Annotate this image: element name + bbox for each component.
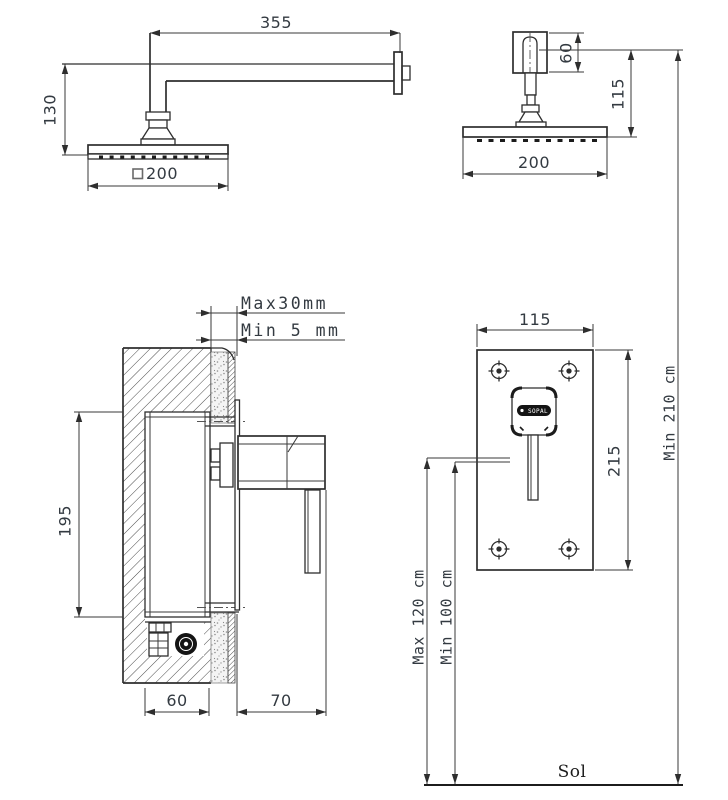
brand-logo: SOPAL [517, 405, 551, 416]
screw-target-icon [558, 538, 580, 560]
dim-flange-height: 60 [549, 32, 584, 73]
shower-side-view: 355 [41, 13, 411, 191]
shower-front-view: 60 115 200 [462, 31, 683, 179]
dim-handle-projection: 70 [236, 490, 327, 716]
shower-head-side [87, 144, 229, 160]
head-drop-label: 115 [609, 78, 628, 110]
wall-flange-side [393, 51, 403, 95]
floor-label: Sol [558, 762, 587, 782]
finish-min-label: Min 5 mm [241, 321, 340, 340]
shower-head-front [462, 126, 608, 142]
flange-nipple [401, 65, 411, 81]
square-symbol-icon [132, 168, 144, 180]
box-height-label: 195 [56, 505, 75, 537]
dim-plate-width: 115 [476, 310, 594, 347]
lever-section [304, 489, 321, 574]
dim-box-height: 195 [56, 411, 123, 618]
screw-target-icon [558, 360, 580, 382]
dim-box-depth: 60 [144, 688, 210, 716]
handle-projection-label: 70 [270, 691, 291, 710]
dim-finish-thickness: Max30mm Min 5 mm [196, 294, 345, 356]
mixer-handle-section [237, 435, 326, 574]
head-min-height-label: Min 210 cm [660, 365, 678, 460]
screw-targets [488, 360, 580, 560]
dim-head-size-side: 200 [87, 159, 229, 191]
handle-max-height-label: Max 120 cm [409, 569, 427, 664]
arm-connector [140, 111, 176, 146]
handle-min-height-label: Min 100 cm [437, 569, 455, 664]
dim-plate-height: 215 [595, 349, 633, 571]
dim-drop-height: 130 [41, 64, 88, 156]
box-depth-label: 60 [166, 691, 187, 710]
shower-arm [62, 33, 394, 113]
plate-width-label: 115 [519, 310, 551, 329]
dim-head-drop: 115 [539, 49, 683, 138]
wall-section-view: Max30mm Min 5 mm 195 60 [56, 294, 345, 716]
supply-fittings [148, 622, 197, 657]
adjuster-knob-icon [175, 633, 197, 655]
cartridge-stem [210, 442, 234, 488]
install-height-lines: Max 120 cm Min 100 cm Min 210 cm [409, 50, 682, 785]
flange-height-label: 60 [557, 42, 576, 63]
plate-lever [527, 434, 539, 501]
logo-dot-icon [520, 408, 524, 413]
trim-plate-section [234, 399, 241, 611]
drop-pipe [515, 72, 547, 128]
arm-length-label: 355 [260, 13, 292, 32]
handle-escutcheon: SOPAL [510, 386, 558, 501]
drop-height-label: 130 [41, 94, 60, 126]
floor: Sol [424, 762, 683, 786]
dim-arm-length: 355 [150, 13, 401, 53]
head-size-label: 200 [146, 164, 178, 183]
nozzle-dashes [477, 139, 597, 142]
screw-target-icon [488, 360, 510, 382]
head-width-label: 200 [518, 153, 550, 172]
screw-target-icon [488, 538, 510, 560]
trim-plate-view: 115 [409, 50, 683, 786]
dim-head-width-front: 200 [462, 137, 608, 179]
logo-text: SOPAL [528, 408, 548, 415]
mixer-box [144, 411, 211, 623]
finish-max-label: Max30mm [241, 294, 328, 313]
plate-height-label: 215 [605, 445, 624, 477]
nozzle-dots [99, 155, 209, 159]
tile-layer [210, 347, 236, 684]
